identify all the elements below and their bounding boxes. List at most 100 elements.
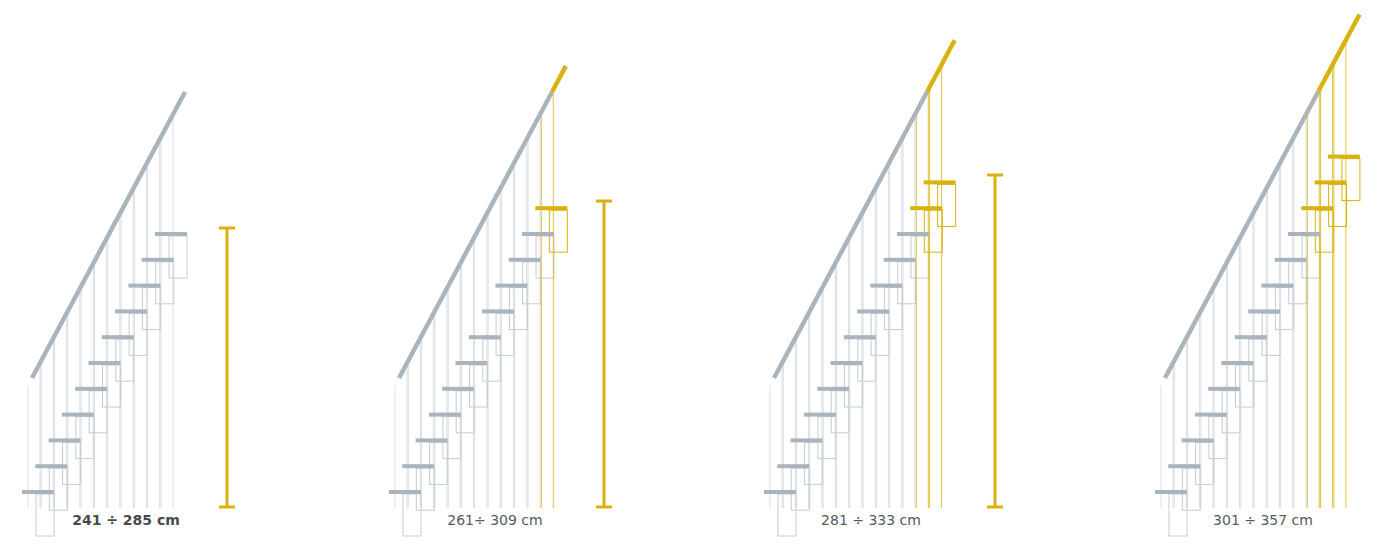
baluster <box>541 112 542 508</box>
baluster <box>119 214 120 508</box>
baluster <box>836 261 837 508</box>
baluster <box>1187 336 1188 508</box>
baluster <box>448 286 449 508</box>
height-bar <box>603 201 606 507</box>
handrail <box>774 92 927 378</box>
baluster <box>848 239 849 508</box>
tread-support <box>1289 262 1307 304</box>
tread-support <box>911 236 929 278</box>
baluster <box>460 264 461 508</box>
tread-support <box>805 442 823 484</box>
stair-tread <box>402 464 434 468</box>
baluster <box>1345 40 1346 508</box>
stair-tread <box>442 387 474 391</box>
tread-support <box>76 417 94 459</box>
stair-tread <box>1155 490 1187 494</box>
baluster <box>446 288 447 508</box>
tread-support <box>549 210 567 252</box>
baluster <box>540 114 541 508</box>
baluster <box>903 137 904 508</box>
baluster <box>106 239 107 508</box>
baluster <box>875 189 876 508</box>
baluster <box>161 137 162 508</box>
baluster <box>796 336 797 508</box>
baluster <box>147 162 148 508</box>
stair-tread <box>469 335 501 339</box>
baluster <box>1294 137 1295 508</box>
baluster <box>107 236 108 508</box>
baluster <box>526 139 527 508</box>
baluster <box>1292 139 1293 508</box>
tread-support <box>483 339 501 381</box>
baluster <box>67 311 68 508</box>
stair-tread <box>844 335 876 339</box>
height-bar-cap <box>219 506 235 509</box>
stair-tread <box>817 387 849 391</box>
baluster <box>1173 363 1174 508</box>
baluster <box>1252 214 1253 508</box>
baluster <box>863 211 864 508</box>
baluster <box>782 363 783 508</box>
baluster <box>146 164 147 508</box>
baluster <box>513 164 514 508</box>
baluster <box>1254 211 1255 508</box>
baluster <box>1267 187 1268 508</box>
stair-tread <box>49 438 81 442</box>
tread-support <box>496 313 514 355</box>
baluster <box>486 214 487 508</box>
baluster <box>1200 311 1201 508</box>
baluster <box>408 361 409 508</box>
baluster <box>433 313 434 508</box>
tread-support <box>1329 184 1347 226</box>
stair-tread <box>495 284 527 288</box>
stair-tread <box>1261 284 1293 288</box>
tread-support <box>49 468 67 510</box>
baluster <box>1279 164 1280 508</box>
stair-tread <box>509 258 541 262</box>
stair-tread <box>831 361 863 365</box>
baluster <box>928 90 929 508</box>
baluster <box>41 361 42 508</box>
height-bar-cap <box>596 200 612 203</box>
baluster <box>53 338 54 508</box>
baluster <box>916 112 917 508</box>
stair-tread <box>22 490 54 494</box>
baluster <box>1174 361 1175 508</box>
height-range-label: 301 ÷ 357 cm <box>1213 512 1313 528</box>
tread-support <box>1222 391 1240 433</box>
baluster <box>501 187 502 508</box>
stair-tread <box>535 206 567 210</box>
baluster <box>553 90 554 508</box>
stair-tread <box>870 284 902 288</box>
baluster <box>133 189 134 508</box>
stair-tread <box>155 232 187 236</box>
stair-tread <box>897 232 929 236</box>
baluster <box>770 385 771 508</box>
baluster <box>915 114 916 508</box>
stair-tread <box>115 309 147 313</box>
baluster <box>434 311 435 508</box>
tread-support <box>509 288 527 330</box>
stair-tread <box>62 413 94 417</box>
tread-support <box>523 262 541 304</box>
stair-tread <box>456 361 488 365</box>
baluster <box>808 313 809 508</box>
baluster <box>1227 261 1228 508</box>
baluster <box>407 363 408 508</box>
baluster <box>514 162 515 508</box>
stair-tread <box>1248 309 1280 313</box>
baluster <box>473 239 474 508</box>
baluster <box>94 261 95 508</box>
tread-support <box>791 468 809 510</box>
baluster <box>1161 385 1162 508</box>
tread-support <box>871 313 889 355</box>
baluster <box>1240 236 1241 508</box>
tread-support <box>103 365 121 407</box>
tread-support <box>430 442 448 484</box>
baluster <box>1319 90 1320 508</box>
tread-support <box>924 210 942 252</box>
stair-tread <box>1328 155 1360 159</box>
tread-support <box>536 236 554 278</box>
handrail-extension <box>927 40 955 92</box>
tread-support <box>818 417 836 459</box>
